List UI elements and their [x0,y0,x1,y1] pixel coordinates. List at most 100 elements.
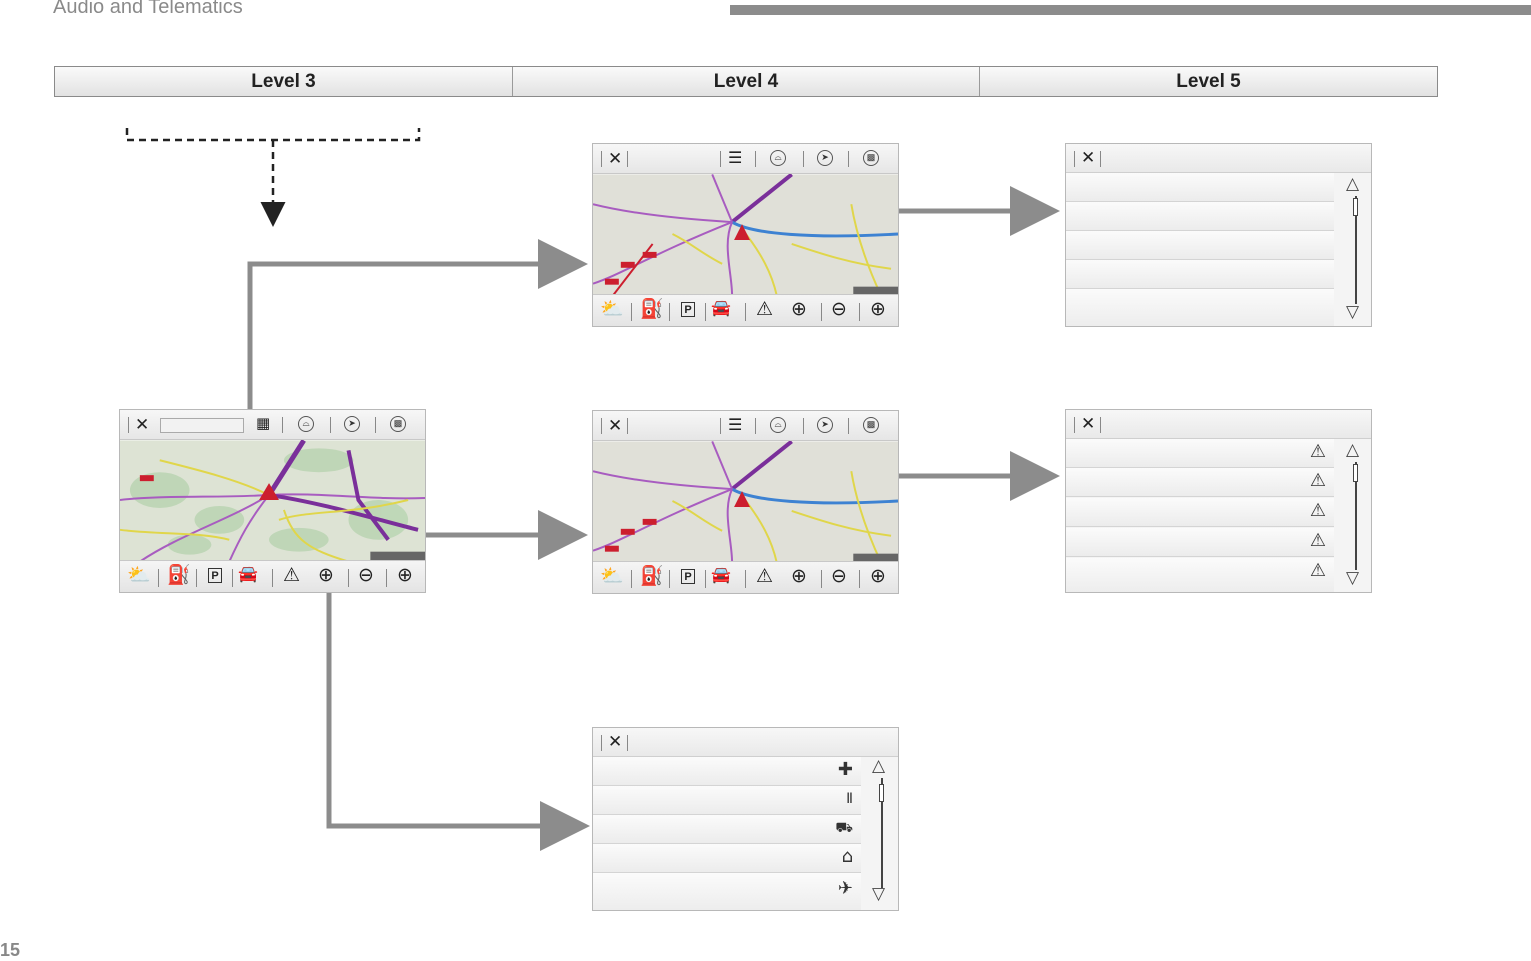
zoom-in-icon[interactable]: ⊕ [397,564,413,586]
dashed-bracket [125,128,421,142]
poi-plus-icon[interactable]: ⊕ [318,564,334,586]
navigation-icon[interactable]: ➤ [817,150,833,166]
scrollbar[interactable]: △ ▽ [872,758,892,908]
level4-map-screen-middle: ✕ ☰ ⌓ ➤ ▩ ⛅ ⛽ P 🚘 ⚠ ⊕ [592,410,899,594]
page-header-title: Audio and Telematics [53,0,243,18]
close-icon[interactable]: ✕ [135,415,150,435]
header-bar [730,5,1531,15]
destination-flag-icon[interactable]: ▩ [390,416,406,432]
list-item[interactable]: ✈ [593,873,861,910]
scroll-up-icon[interactable]: △ [1346,440,1360,460]
level-3-heading: Level 3 [55,67,513,96]
poi-plus-icon[interactable]: ⊕ [791,298,807,320]
level5-warning-list: ✕ ⚠ ⚠ ⚠ ⚠ ⚠ △ ▽ [1065,409,1372,593]
warning-icon[interactable]: ⚠ [283,564,301,586]
map-bottom-toolbar: ⛅ ⛽ P 🚘 ⚠ ⊕ ⊖ ⊕ [120,560,425,592]
list-item[interactable]: ⚠ [1066,468,1334,497]
fuel-station-icon[interactable]: ⛽ [167,564,191,586]
scroll-thumb[interactable] [879,784,884,802]
close-icon[interactable]: ✕ [608,416,623,436]
map-top-toolbar: ✕ ☰ ⌓ ➤ ▩ [593,144,898,174]
level-4-heading: Level 4 [513,67,980,96]
level4-poi-list: ✕ ✚ Ⅱ ⛟ ⌂ ✈ △ ▽ [592,727,899,911]
route-icon[interactable]: ⌓ [770,150,786,166]
zoom-in-icon[interactable]: ⊕ [870,565,886,587]
list-item[interactable]: Ⅱ [593,786,861,815]
poi-plus-icon[interactable]: ⊕ [791,565,807,587]
navigation-icon[interactable]: ➤ [817,417,833,433]
hotel-icon: ⌂ [841,846,853,867]
page-number: 15 [0,940,21,960]
list-item[interactable]: ⚠ [1066,558,1334,592]
level-5-heading: Level 5 [1176,71,1241,92]
list-item[interactable]: ⚠ [1066,528,1334,557]
traffic-icon[interactable]: 🚘 [711,565,731,584]
list-item[interactable]: ✚ [593,757,861,786]
warning-icon: ⚠ [1309,560,1326,581]
warning-icon: ⚠ [1309,470,1326,491]
traffic-icon[interactable]: 🚘 [711,298,731,317]
zoom-out-icon[interactable]: ⊖ [358,564,374,586]
destination-flag-icon[interactable]: ▩ [863,150,879,166]
close-icon[interactable]: ✕ [608,149,623,169]
level4-map-screen-top: ✕ ☰ ⌓ ➤ ▩ ⛅ ⛽ P 🚘 ⚠ [592,143,899,327]
list-item[interactable] [1066,289,1334,326]
hospital-icon: ✚ [837,759,853,780]
list-top-bar: ✕ [593,728,898,757]
close-icon[interactable]: ✕ [1081,148,1096,168]
route-icon[interactable]: ⌓ [770,417,786,433]
map-view[interactable] [593,441,898,563]
list-icon[interactable]: ☰ [728,148,743,167]
fuel-station-icon[interactable]: ⛽ [640,565,664,587]
zoom-out-icon[interactable]: ⊖ [831,565,847,587]
close-icon[interactable]: ✕ [608,732,623,752]
scrollbar[interactable]: △ ▽ [1346,176,1366,326]
zoom-out-icon[interactable]: ⊖ [831,298,847,320]
warning-icon: ⚠ [1309,530,1326,551]
scroll-down-icon[interactable]: ▽ [1346,568,1360,588]
map-top-toolbar: ✕ ☰ ⌓ ➤ ▩ [593,411,898,441]
scroll-down-icon[interactable]: ▽ [1346,302,1360,322]
weather-icon[interactable]: ⛅ [600,565,624,587]
parking-icon[interactable]: P [681,569,695,584]
level3-map-screen: ✕ ▦ ⌓ ➤ ▩ ⛅ ⛽ P 🚘 [119,409,426,593]
list-item[interactable]: ⚠ [1066,498,1334,527]
map-view[interactable] [120,440,425,562]
weather-icon[interactable]: ⛅ [127,564,151,586]
parking-icon[interactable]: P [681,302,695,317]
traffic-map-icon[interactable]: ▦ [256,414,271,432]
weather-icon[interactable]: ⛅ [600,298,624,320]
warning-icon[interactable]: ⚠ [756,298,774,320]
list-item[interactable] [1066,260,1334,289]
zoom-in-icon[interactable]: ⊕ [870,298,886,320]
scroll-up-icon[interactable]: △ [872,756,886,776]
route-icon[interactable]: ⌓ [298,416,314,432]
scroll-thumb[interactable] [1353,198,1358,216]
map-top-toolbar: ✕ ▦ ⌓ ➤ ▩ [120,410,425,440]
scrollbar[interactable]: △ ▽ [1346,442,1366,592]
list-item[interactable]: ⚠ [1066,439,1334,468]
list-item[interactable] [1066,202,1334,231]
parking-icon[interactable]: P [208,568,222,583]
list-item[interactable] [1066,173,1334,202]
destination-flag-icon[interactable]: ▩ [863,417,879,433]
list-item[interactable] [1066,231,1334,260]
scroll-thumb[interactable] [1353,464,1358,482]
list-icon[interactable]: ☰ [728,415,743,434]
map-view[interactable] [593,174,898,296]
search-field[interactable] [160,418,244,433]
traffic-icon[interactable]: 🚘 [238,564,258,583]
scroll-down-icon[interactable]: ▽ [872,884,886,904]
level5-list-top: ✕ △ ▽ [1065,143,1372,327]
close-icon[interactable]: ✕ [1081,414,1096,434]
restaurant-icon: Ⅱ [846,791,853,807]
list-item[interactable]: ⌂ [593,844,861,873]
fuel-station-icon[interactable]: ⛽ [640,298,664,320]
list-item[interactable]: ⛟ [593,815,861,844]
level-header-row: Level 3 Level 4 Level 5 [54,66,1438,97]
scroll-up-icon[interactable]: △ [1346,174,1360,194]
map-bottom-toolbar: ⛅ ⛽ P 🚘 ⚠ ⊕ ⊖ ⊕ [593,294,898,326]
navigation-icon[interactable]: ➤ [344,416,360,432]
warning-icon[interactable]: ⚠ [756,565,774,587]
airport-icon: ✈ [837,878,853,899]
